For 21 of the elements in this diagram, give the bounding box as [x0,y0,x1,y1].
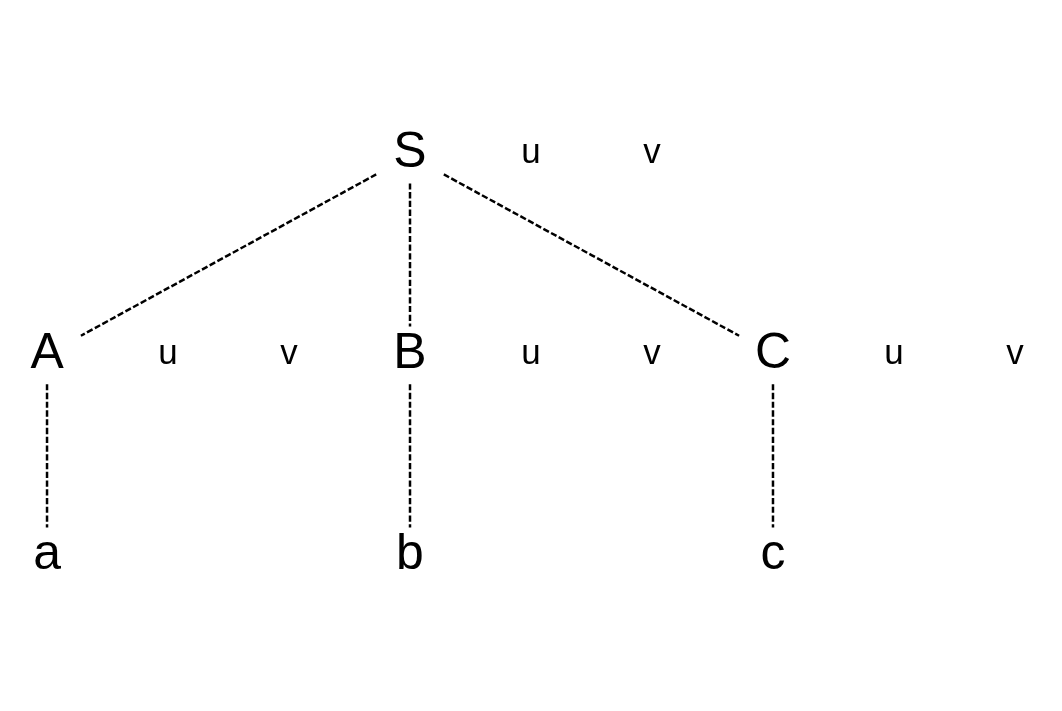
node-label: v [643,131,661,171]
connector [45,384,49,528]
node-label: u [521,131,541,171]
node-label: u [884,332,904,372]
node-label: u [158,332,178,372]
node-label: v [643,332,661,372]
node-label: v [1006,332,1024,372]
node-label: u [521,332,541,372]
connector [771,384,775,528]
connector [408,384,412,528]
node-text: S [393,122,427,179]
node-text: B [393,322,427,379]
connector [408,183,412,327]
node-text: a [33,523,61,580]
node-text: c [760,523,786,580]
connector [80,173,377,337]
node-label: v [280,332,298,372]
node-text: C [754,322,791,379]
node-text: b [396,523,424,580]
connector [443,173,740,337]
node-text: A [30,322,64,379]
